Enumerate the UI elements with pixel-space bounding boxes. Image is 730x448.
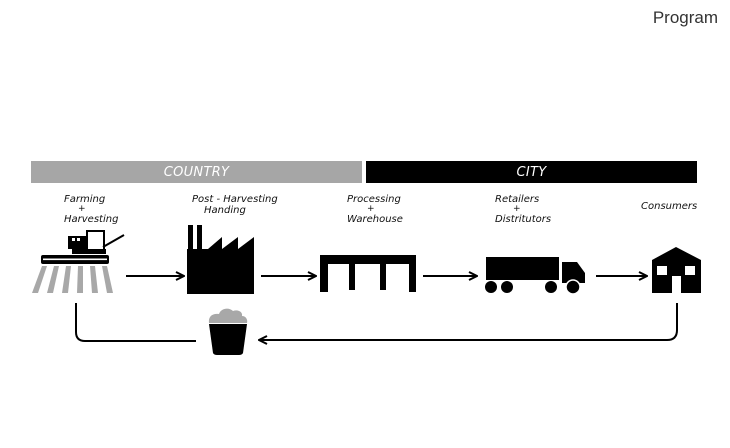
- stage-label-line: Processing: [347, 194, 401, 205]
- city-band: CITY: [366, 161, 697, 183]
- field-rows: [32, 266, 113, 293]
- country-band-label: COUNTRY: [163, 164, 230, 180]
- stage-label-plus: +: [78, 204, 86, 214]
- stage-label-plus: +: [367, 204, 375, 214]
- truck-icon: [485, 257, 585, 295]
- warehouse-icon: [320, 255, 416, 292]
- stage-label-line: Farming: [64, 194, 106, 205]
- stage-label-consumers: Consumers: [641, 201, 697, 212]
- house-icon: [652, 247, 701, 293]
- stage-label-line: Handing: [204, 205, 246, 216]
- stage-label-retailers: Retailers + Distritutors: [495, 194, 551, 225]
- harvester-icon: [32, 230, 125, 293]
- stage-label-processing: Processing + Warehouse: [347, 194, 403, 225]
- stage-label-line: Warehouse: [347, 214, 403, 225]
- stage-label-line: Retailers: [495, 194, 540, 205]
- stage-label-line: Distritutors: [495, 214, 552, 225]
- factory-icon: [187, 225, 254, 294]
- stage-label-line: Harvesting: [64, 214, 119, 225]
- stage-label-post-harvesting: Post - Harvesting Handing: [192, 194, 278, 216]
- page-title: Program: [652, 8, 718, 27]
- waste-bin-icon: [208, 308, 248, 355]
- stage-label-plus: +: [513, 204, 521, 214]
- stage-label-farming: Farming + Harvesting: [64, 194, 118, 225]
- country-band: COUNTRY: [31, 161, 362, 183]
- return-line-consumers-to-bin: [259, 303, 678, 340]
- city-band-label: CITY: [516, 164, 547, 180]
- stage-label-line: Consumers: [641, 201, 698, 212]
- stage-label-line: Post - Harvesting: [192, 194, 278, 205]
- return-line-bin-to-farming: [75, 303, 196, 342]
